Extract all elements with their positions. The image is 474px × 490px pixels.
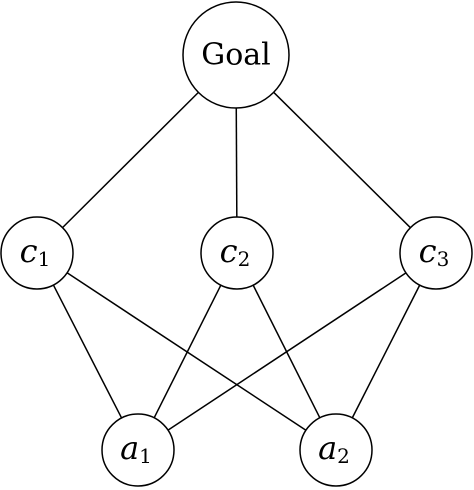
node-a2-circle <box>299 413 373 487</box>
edge-c1-a2 <box>66 272 307 431</box>
node-goal-circle <box>182 1 290 109</box>
node-a2: a2 <box>299 413 373 487</box>
node-a1-sub: 1 <box>139 444 152 468</box>
node-c2-base: c <box>220 232 238 270</box>
node-c2: c2 <box>200 216 274 290</box>
node-a2-sub: 2 <box>337 444 350 468</box>
edge-goal-c1 <box>61 91 199 229</box>
node-c3: c3 <box>399 216 473 290</box>
node-a1-label: a1 <box>120 429 152 468</box>
node-c1-circle <box>0 216 74 290</box>
node-a2-label: a2 <box>318 429 350 468</box>
node-c1-base: c <box>20 232 38 270</box>
node-a1-circle <box>101 413 175 487</box>
node-c2-sub: 2 <box>238 247 251 271</box>
node-a1: a1 <box>101 413 175 487</box>
node-c3-circle <box>399 216 473 290</box>
node-c2-circle <box>200 216 274 290</box>
edge-goal-c3 <box>273 91 411 229</box>
node-c1: c1 <box>0 216 74 290</box>
node-goal: Goal <box>182 1 290 109</box>
node-c2-label: c2 <box>220 232 251 271</box>
node-a1-base: a <box>120 429 139 467</box>
edge-c3-a2 <box>351 284 421 419</box>
edges-layer <box>52 91 421 431</box>
node-a2-base: a <box>318 429 337 467</box>
edge-c1-a1 <box>52 284 123 419</box>
node-c3-base: c <box>419 232 437 270</box>
edge-goal-c2 <box>235 107 238 218</box>
node-c3-label: c3 <box>419 232 450 271</box>
node-goal-label: Goal <box>201 38 271 73</box>
node-c3-sub: 3 <box>437 247 450 271</box>
edge-c2-a1 <box>153 284 222 419</box>
node-c1-sub: 1 <box>38 247 51 271</box>
edge-c3-a1 <box>167 272 407 431</box>
node-c1-label: c1 <box>20 232 51 271</box>
